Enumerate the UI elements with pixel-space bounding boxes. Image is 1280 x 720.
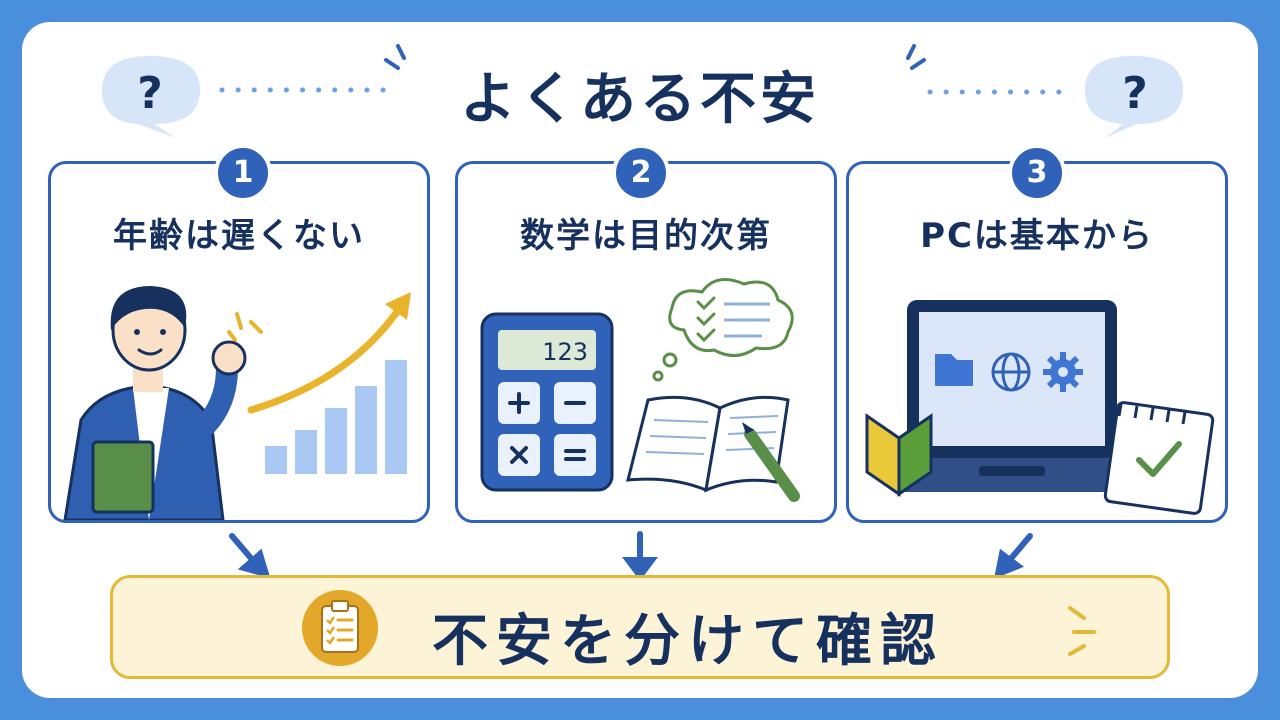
- check-notepad-icon: [1103, 401, 1215, 515]
- page-title: よくある不安: [460, 67, 820, 132]
- age-illustration: [63, 286, 411, 520]
- math-illustration: 123: [480, 278, 800, 502]
- card-title-age: 年齢は遅くない: [113, 216, 365, 256]
- question-bubble-icon-right: ?: [1085, 56, 1183, 138]
- folder-icon: [935, 354, 973, 386]
- calculator-icon: 123: [480, 312, 614, 492]
- question-bubble-icon-left: ?: [102, 56, 200, 138]
- card-title-pc: PCは基本から: [920, 216, 1154, 256]
- calculator-display: 123: [542, 338, 588, 366]
- title-decoration: [219, 44, 1073, 95]
- card-number-badge-3: 3: [1008, 144, 1066, 202]
- gear-icon: [1043, 352, 1083, 392]
- arrows-to-banner: [229, 531, 1033, 578]
- banner-spark: [1068, 606, 1096, 656]
- card-title-math: 数学は目的次第: [520, 216, 772, 256]
- svg-text:?: ?: [137, 68, 163, 119]
- globe-icon: [991, 352, 1031, 392]
- clipboard-icon: [302, 590, 378, 666]
- person-icon: [63, 286, 247, 520]
- conclusion-text: 不安を分けて確認: [432, 609, 944, 674]
- beginner-mark-icon: [865, 413, 933, 497]
- pc-illustration: [865, 300, 1215, 515]
- card-number-badge-2: 2: [612, 144, 670, 202]
- pencil-icon: [742, 422, 800, 502]
- card-number-badge-1: 1: [214, 144, 272, 202]
- checklist-cloud-icon: [652, 278, 794, 382]
- growth-chart-icon: [265, 360, 407, 474]
- conclusion-banner: [110, 575, 1170, 679]
- svg-text:?: ?: [1122, 68, 1148, 119]
